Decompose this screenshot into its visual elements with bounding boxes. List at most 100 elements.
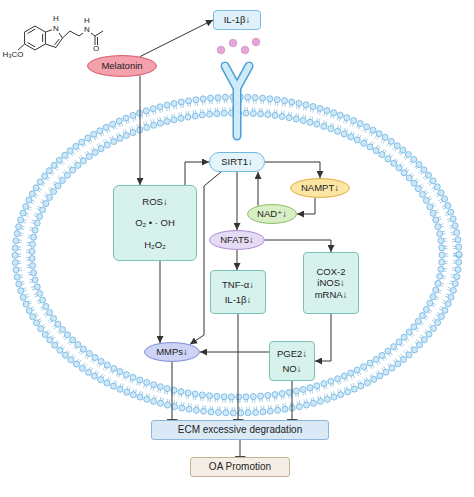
lipid-head [335,128,341,134]
node-label: OA Promotion [209,461,271,473]
lipid-head [98,146,104,152]
lipid-head [452,223,458,229]
lipid-head [70,337,76,343]
lipid-head [29,248,35,254]
lipid-head [42,332,48,338]
node-label: PGE2↓ [277,348,307,359]
lipid-head [303,402,309,408]
lipid-head [282,98,288,104]
lipid-head [64,172,70,178]
lipid-head [70,167,76,173]
lipid-head [416,162,422,168]
lipid-head [117,135,123,141]
lipid-head [354,137,360,143]
lipid-head [201,408,207,414]
lipid-head [379,352,385,358]
lipid-head [435,280,441,286]
lipid-head [164,118,170,124]
lipid-head [245,410,251,416]
lipid-head [423,306,429,312]
text-group: ECM excessive degradation [178,424,303,436]
lipid-head [260,409,266,415]
lipid-head [86,154,92,160]
lipid-head [199,112,205,118]
lipid-head [111,365,117,371]
cytokine-box: TNF-α↓IL-1β↓ [210,270,266,314]
lipid-head [354,367,360,373]
lipid-head [67,148,73,154]
lipid-head [452,281,458,287]
lipid-head [450,287,456,293]
lipid-head [208,95,214,101]
lipid-head [439,252,445,258]
lipid-head [171,100,177,106]
lipid-head [123,372,129,378]
lipid-head [16,281,22,287]
text-group: ROS↓O₂ • · OHH₂O₂ [135,196,175,250]
lipid-head [321,381,327,387]
lipid-head [200,96,206,102]
lipid-head [243,394,249,400]
lipid-head [171,117,177,123]
lipid-head [351,118,357,124]
inhibition-line [292,381,293,420]
lipid-head [236,394,242,400]
lipid-head [14,231,20,237]
lipid-head [32,277,38,283]
lipid-head [110,383,116,389]
lipid-head [310,104,316,110]
outcome-box: OA Promotion [190,457,290,477]
arrow-line [140,20,213,57]
lipid-head [454,274,460,280]
lipid-head [376,131,382,137]
node-label: IL-1β↓ [225,294,252,305]
lipid-head [12,252,18,258]
lipid-head [300,386,306,392]
mediator-box: PGE2↓NO↓ [269,341,315,381]
lipid-head [91,131,97,137]
arrow-line [258,172,259,206]
lipid-head [438,190,444,196]
text-group: NAMPT↓ [301,182,339,193]
arrow-line [265,240,331,252]
inhibition-line [238,314,239,420]
node-label: SIRT1↓ [221,156,253,167]
lipid-head [245,94,251,100]
lipid-head [341,131,347,137]
node-label: NAMPT↓ [301,182,339,193]
lipid-head [31,234,37,240]
lipid-head [419,192,425,198]
lipid-head [103,124,109,130]
lipid-head [388,138,394,144]
lipid-head [406,352,412,358]
lipid-head [454,230,460,236]
arrow-line [160,261,161,343]
lipid-head [116,118,122,124]
lipid-head [13,267,19,273]
lipid-head [357,121,363,127]
lipid-head [144,396,150,402]
lipid-head [435,320,441,326]
lipid-head [29,191,35,197]
lipid-head [55,183,61,189]
lipid-head [18,288,24,294]
lipid-head [33,185,39,191]
lipid-head [437,273,443,279]
protein-pill: SIRT1↓ [209,152,265,172]
lipid-head [18,217,24,223]
text-group: IL-1β↓ [224,14,251,25]
lipid-head [430,294,436,300]
lipid-head [157,400,163,406]
lipid-head [400,147,406,153]
lipid-head [16,224,22,230]
lipid-head [335,376,341,382]
lipid-head [321,123,327,129]
lipid-head [75,342,81,348]
lipid-head [411,324,417,330]
lipid-head [300,118,306,124]
lipid-head [450,216,456,222]
gene-box: COX-2 iNOS↓ mRNA↓ [303,252,359,314]
lipid-head [435,224,441,230]
text-group: OA Promotion [209,461,271,473]
ellipse-shape [291,179,350,198]
